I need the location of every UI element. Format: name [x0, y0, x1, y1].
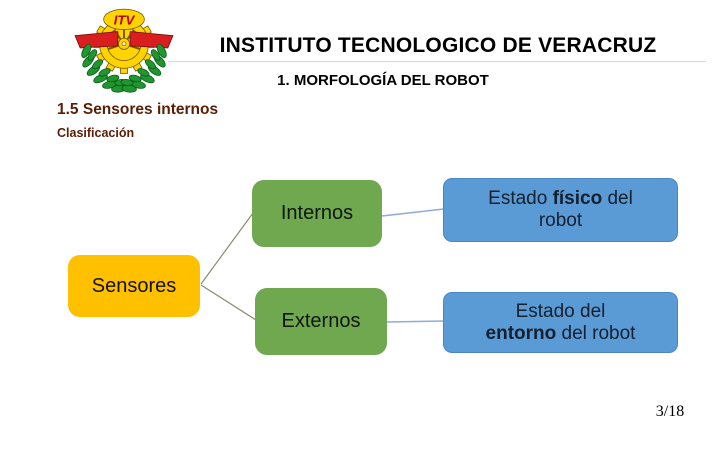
result-line: Estado físico del [488, 188, 633, 210]
itv-crest-logo: ITV [74, 8, 174, 93]
page-number: 3/18 [655, 403, 685, 420]
result-line: robot [538, 210, 583, 231]
branch-line-externos [200, 284, 257, 321]
wings-icon [74, 31, 174, 49]
result-line: entorno del robot [485, 322, 636, 344]
chapter-subtitle: 1. MORFOLOGÍA DEL ROBOT [277, 72, 489, 89]
node-internos: Internos [252, 180, 382, 247]
institute-title: INSTITUTO TECNOLOGICO DE VERACRUZ [219, 34, 657, 57]
node-estado-fisico: Estado físico del robot [443, 178, 678, 242]
branch-line-internos [200, 212, 254, 285]
link-line-internos-estado [381, 208, 445, 217]
node-internos-label: Internos [280, 202, 354, 224]
laurel-wreath-icon [81, 43, 167, 93]
node-sensores: Sensores [68, 255, 200, 317]
itv-monogram: ITV [114, 12, 136, 27]
link-line-externos-estado [386, 320, 445, 323]
section-heading: 1.5 Sensores internos [57, 101, 219, 118]
monogram-banner: ITV [103, 8, 145, 30]
result-line: Estado del [515, 300, 606, 322]
node-externos-label: Externos [281, 310, 361, 332]
node-externos: Externos [255, 288, 387, 355]
node-sensores-label: Sensores [91, 274, 177, 297]
title-divider [168, 61, 706, 62]
section-subheading: Clasificación [57, 126, 135, 140]
node-estado-entorno: Estado del entorno del robot [443, 292, 678, 353]
